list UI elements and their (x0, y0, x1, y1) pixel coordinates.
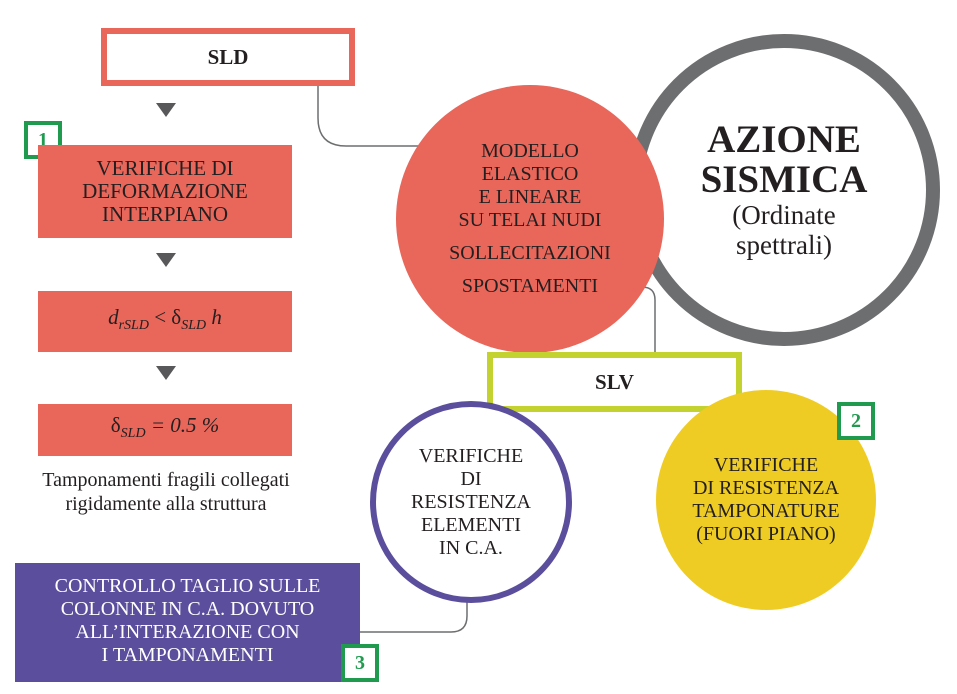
model-line-1: MODELLO (481, 140, 579, 162)
resistance-to-control-line (360, 586, 468, 633)
model-line-4: SU TELAI NUDI (458, 209, 602, 231)
formula2-delta: δ (110, 413, 121, 438)
formula2-delta-subscript: SLD (120, 426, 146, 442)
seismic-action-circle: AZIONE SISMICA (Ordinate spettrali) (628, 34, 940, 346)
displacements-label: SPOSTAMENTI (461, 275, 599, 297)
drift-inequality: drSLD < δSLD h (108, 304, 222, 337)
resistance-check-circle: VERIFICHE DI RESISTENZA ELEMENTI IN C.A. (370, 401, 572, 603)
badge-number: 2 (851, 409, 861, 432)
deformation-line-3: INTERPIANO (102, 202, 228, 226)
drift-inequality-box: drSLD < δSLD h (38, 291, 292, 352)
step-badge-3: 3 (341, 644, 379, 682)
badge-number: 1 (38, 128, 48, 151)
model-line-3: E LINEARE (478, 186, 582, 208)
drift-limit-box: δSLD = 0.5 % (38, 404, 292, 456)
formula-d-subscript: rSLD (118, 318, 149, 334)
formula-lt-delta: < δ (148, 304, 182, 329)
shear-control-box: CONTROLLO TAGLIO SULLE COLONNE IN C.A. D… (15, 563, 360, 682)
shear-line-2: COLONNE IN C.A. DOVUTO (60, 597, 315, 620)
infill-caption: Tamponamenti fragili collegati rigidamen… (0, 468, 332, 516)
arrow-down-icon (156, 366, 176, 380)
seismic-subtitle-line-1: (Ordinate (732, 200, 836, 230)
arrow-down-icon (156, 103, 176, 117)
resistance-line-2: DI (460, 467, 482, 490)
sld-label: SLD (207, 44, 249, 69)
deformation-line-2: DEFORMAZIONE (82, 179, 248, 203)
seismic-subtitle-line-2: spettrali) (736, 230, 832, 260)
resistance-line-4: ELEMENTI (421, 513, 521, 536)
deformation-check-box: VERIFICHE DI DEFORMAZIONE INTERPIANO (38, 145, 292, 238)
resistance-line-5: IN C.A. (439, 536, 503, 559)
infill-line-1: VERIFICHE (713, 454, 819, 476)
formula-d: d (108, 304, 119, 329)
formula-delta-subscript: SLD (181, 318, 207, 334)
step-badge-2: 2 (837, 402, 875, 440)
caption-line-1: Tamponamenti fragili collegati (42, 469, 290, 491)
sld-to-model-line (317, 70, 448, 147)
sld-box: SLD (101, 28, 355, 86)
deformation-line-1: VERIFICHE DI (96, 156, 234, 180)
formula2-value: = 0.5 % (145, 413, 220, 438)
slv-box: SLV (487, 352, 742, 412)
resistance-line-3: RESISTENZA (411, 490, 531, 513)
model-line-2: ELASTICO (481, 163, 579, 185)
drift-limit: δSLD = 0.5 % (111, 414, 219, 445)
infill-line-3: TAMPONATURE (692, 500, 840, 522)
badge-number: 3 (355, 651, 365, 674)
shear-line-3: ALL’INTERAZIONE CON (75, 620, 300, 643)
slv-label: SLV (595, 369, 634, 394)
caption-line-2: rigidamente alla struttura (65, 493, 267, 515)
infill-line-2: DI RESISTENZA (692, 477, 840, 499)
shear-line-1: CONTROLLO TAGLIO SULLE (54, 574, 321, 597)
infill-line-4: (FUORI PIANO) (696, 523, 836, 545)
resistance-line-1: VERIFICHE (418, 444, 524, 467)
seismic-title-line-2: SISMICA (700, 158, 868, 201)
seismic-title-line-1: AZIONE (707, 118, 861, 161)
formula-h: h (206, 304, 222, 329)
shear-line-4: I TAMPONAMENTI (101, 643, 274, 666)
stresses-label: SOLLECITAZIONI (449, 242, 611, 264)
arrow-down-icon (156, 253, 176, 267)
elastic-model-circle: MODELLO ELASTICO E LINEARE SU TELAI NUDI… (396, 85, 664, 353)
